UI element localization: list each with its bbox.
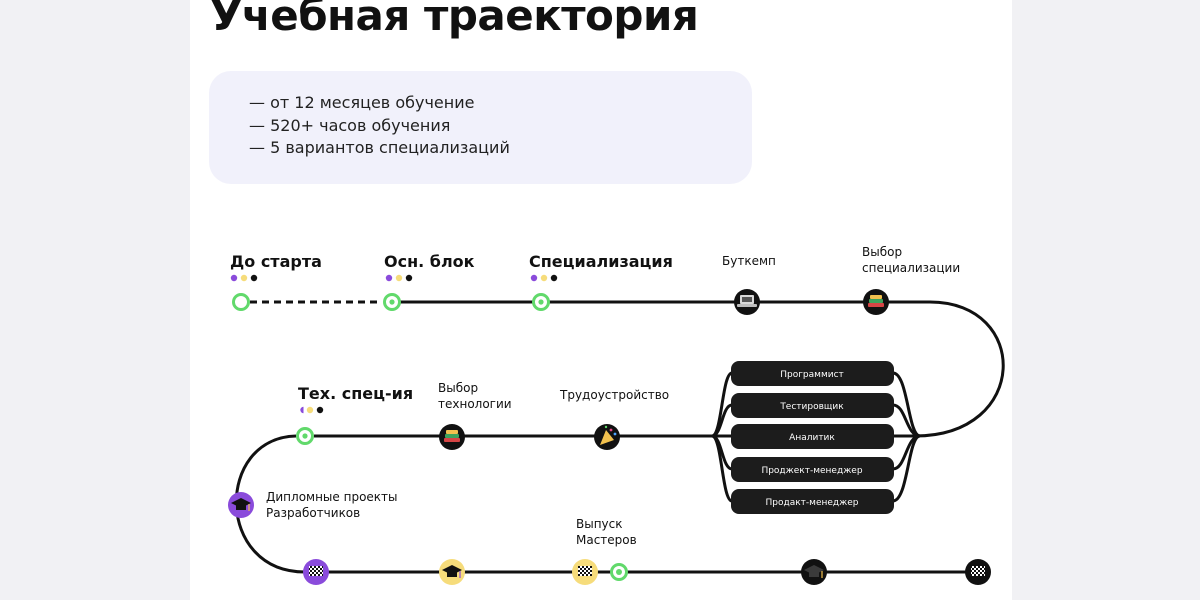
node-label: Дипломные проекты: [266, 490, 398, 504]
node-diplomnye-proekty: Дипломные проекты Разработчиков: [228, 490, 398, 520]
stage-osn-blok: Осн. блок: [384, 252, 475, 282]
page-title: Учебная траектория: [210, 0, 699, 40]
books-icon: [444, 430, 460, 442]
node-bottom-5: [965, 559, 991, 585]
info-line-hours: — 520+ часов обучения: [249, 116, 451, 135]
milestone-do-starta: [232, 293, 250, 311]
party-popper-icon: [600, 425, 617, 445]
node-label: Мастеров: [576, 533, 637, 547]
graduation-cap-icon: [804, 565, 824, 578]
milestone-teh-spec: [296, 427, 314, 445]
node-trudoustroystvo: Трудоустройство: [559, 388, 669, 450]
graduation-cap-icon: [442, 565, 462, 578]
node-label: Выбор: [862, 245, 902, 259]
stage-title: Тех. спец-ия: [298, 384, 413, 403]
branch-curves: [711, 371, 921, 503]
node-label: технологии: [438, 397, 512, 411]
specialization-label: Продакт-менеджер: [766, 498, 859, 508]
node-vybor-tehnologii: Выбор технологии: [438, 381, 512, 450]
stage-title: Специализация: [529, 252, 673, 271]
milestone-osn-blok: [383, 293, 401, 311]
specialization-label: Программист: [780, 370, 844, 380]
stage-title: До старта: [230, 252, 322, 271]
node-label: Буткемп: [722, 254, 776, 268]
node-bottom-4: [801, 559, 827, 585]
specialization-label: Проджект-менеджер: [761, 466, 862, 476]
right-curve: [914, 300, 1005, 438]
node-label: Выпуск: [576, 517, 623, 531]
node-label: Трудоустройство: [559, 388, 669, 402]
node-label: Выбор: [438, 381, 478, 395]
info-box: — от 12 месяцев обучение — 520+ часов об…: [209, 71, 752, 184]
specialization-label: Тестировщик: [779, 402, 844, 412]
graduation-cap-icon: [231, 498, 251, 511]
stage-specializaciya: Специализация: [529, 252, 673, 282]
checkered-flag-icon: [971, 566, 985, 576]
stage-teh-spec: Тех. спец-ия: [298, 384, 413, 414]
checkered-flag-icon: [578, 566, 592, 576]
node-vybor-specializacii: Выбор специализации: [862, 245, 960, 315]
specialization-pill-analyst[interactable]: Аналитик: [731, 424, 894, 449]
stage-do-starta: До старта: [230, 252, 322, 282]
info-line-months: — от 12 месяцев обучение: [249, 93, 475, 112]
node-bottom-2: [439, 559, 465, 585]
specialization-pill-programmer[interactable]: Программист: [731, 361, 894, 386]
node-label: специализации: [862, 261, 960, 275]
info-line-specializations: — 5 вариантов специализаций: [249, 138, 510, 157]
specialization-label: Аналитик: [789, 433, 835, 443]
node-label: Разработчиков: [266, 506, 360, 520]
checkered-flag-icon: [309, 566, 323, 576]
specialization-pill-tester[interactable]: Тестировщик: [731, 393, 894, 418]
node-vypusk-masterov: Выпуск Мастеров: [572, 517, 637, 585]
specialization-pill-product-manager[interactable]: Продакт-менеджер: [731, 489, 894, 514]
milestone-specializaciya: [532, 293, 550, 311]
milestone-nodes: [232, 293, 628, 581]
specialization-pills: Программист Тестировщик Аналитик Проджек…: [731, 361, 894, 514]
stage-title: Осн. блок: [384, 252, 475, 271]
books-icon: [868, 295, 884, 307]
node-butkemp: Буткемп: [722, 254, 776, 315]
laptop-icon: [737, 295, 757, 307]
node-bottom-1: [303, 559, 329, 585]
specialization-pill-project-manager[interactable]: Проджект-менеджер: [731, 457, 894, 482]
milestone-vypusk: [610, 563, 628, 581]
